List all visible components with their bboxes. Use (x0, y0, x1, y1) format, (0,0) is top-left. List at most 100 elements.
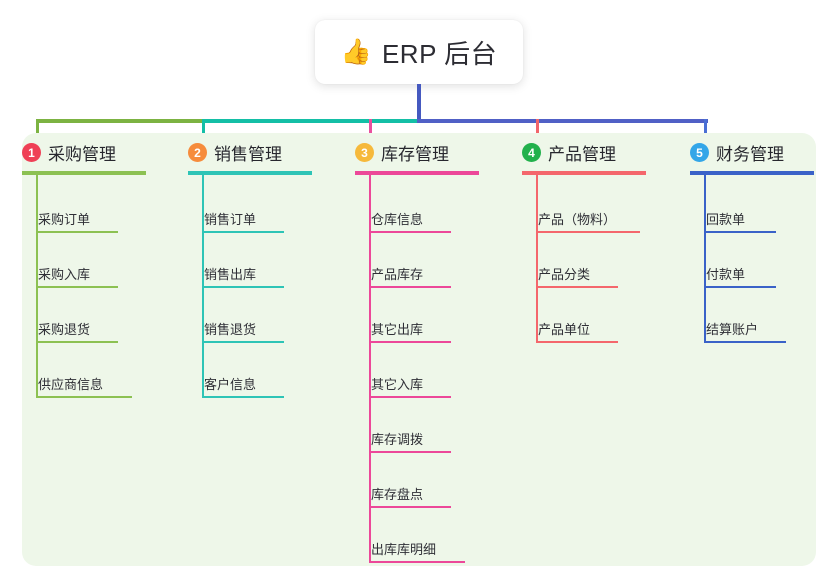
thumbs-up-icon: 👍 (340, 37, 372, 66)
leaf-item[interactable]: 采购入库 (22, 133, 124, 288)
leaf-item[interactable]: 付款单 (690, 133, 782, 288)
connector-drop-inventory (369, 119, 372, 143)
leaf-item[interactable]: 销售订单 (188, 133, 290, 233)
leaf-item-label: 产品库存 (371, 267, 424, 282)
column-spine (36, 171, 38, 398)
column-spine (369, 171, 371, 563)
leaf-item-label: 付款单 (706, 267, 746, 282)
connector-segment-sales (202, 119, 421, 123)
connector-drop-purchase (36, 119, 39, 143)
connector-drop-product (536, 119, 539, 143)
leaf-underline (369, 286, 451, 288)
column-header-purchase[interactable]: 1 采购管理 (22, 140, 116, 165)
column-spine (202, 171, 204, 398)
column-spine (536, 171, 538, 343)
leaf-item-label: 产品（物料） (538, 212, 617, 227)
leaf-item[interactable]: 库存盘点 (355, 133, 457, 508)
column-header-underline (188, 171, 312, 175)
column-header-sales[interactable]: 2 销售管理 (188, 140, 282, 165)
leaf-item-label: 客户信息 (204, 377, 257, 392)
column-title: 产品管理 (548, 145, 616, 164)
leaf-underline (202, 231, 284, 233)
leaf-item[interactable]: 仓库信息 (355, 133, 457, 233)
column-spine (704, 171, 706, 343)
leaf-item-label: 库存调拨 (371, 432, 424, 447)
leaf-item[interactable]: 回款单 (690, 133, 782, 233)
leaf-item-label: 销售出库 (204, 267, 257, 282)
leaf-underline (369, 231, 451, 233)
modules-panel: 1 采购管理 采购订单 采购入库 采购退货 供应商信息 (22, 133, 816, 566)
leaf-item[interactable]: 其它出库 (355, 133, 457, 343)
column-header-product[interactable]: 4 产品管理 (522, 140, 616, 165)
leaf-item[interactable]: 销售退货 (188, 133, 290, 343)
leaf-underline (36, 231, 118, 233)
leaf-underline (369, 451, 451, 453)
leaf-item[interactable]: 客户信息 (188, 133, 290, 398)
connector-segment-right (417, 119, 708, 123)
leaf-underline (536, 231, 640, 233)
leaf-item-label: 回款单 (706, 212, 746, 227)
leaf-underline (202, 341, 284, 343)
connector-drop-finance (704, 119, 707, 143)
leaf-underline (536, 286, 618, 288)
module-column-finance: 5 财务管理 回款单 付款单 结算账户 (690, 133, 839, 566)
column-title: 库存管理 (381, 145, 449, 164)
leaf-item[interactable]: 供应商信息 (22, 133, 138, 398)
column-number-badge: 4 (522, 143, 541, 162)
leaf-item-label: 结算账户 (706, 322, 759, 337)
leaf-item-label: 采购订单 (38, 212, 91, 227)
leaf-item[interactable]: 库存调拨 (355, 133, 457, 453)
leaf-item-label: 采购入库 (38, 267, 91, 282)
leaf-underline (202, 396, 284, 398)
column-title: 财务管理 (716, 145, 784, 164)
leaf-item[interactable]: 采购订单 (22, 133, 124, 233)
leaf-item-label: 出库库明细 (371, 542, 437, 557)
leaf-item[interactable]: 销售出库 (188, 133, 290, 288)
column-number-badge: 2 (188, 143, 207, 162)
column-number-badge: 3 (355, 143, 374, 162)
root-stem (417, 84, 421, 123)
column-header-inventory[interactable]: 3 库存管理 (355, 140, 449, 165)
column-title: 采购管理 (48, 145, 116, 164)
leaf-item[interactable]: 产品（物料） (522, 133, 646, 233)
leaf-item-label: 其它出库 (371, 322, 424, 337)
leaf-item[interactable]: 结算账户 (690, 133, 792, 343)
column-header-underline (355, 171, 479, 175)
column-number-badge: 1 (22, 143, 41, 162)
column-header-underline (690, 171, 814, 175)
leaf-underline (369, 506, 451, 508)
root-node-card[interactable]: 👍 ERP 后台 (315, 20, 523, 84)
column-title: 销售管理 (214, 145, 282, 164)
leaf-underline (704, 341, 786, 343)
leaf-underline (369, 341, 451, 343)
leaf-underline (704, 286, 776, 288)
leaf-item[interactable]: 产品库存 (355, 133, 457, 288)
leaf-item[interactable]: 采购退货 (22, 133, 124, 343)
leaf-underline (36, 396, 132, 398)
column-header-underline (22, 171, 146, 175)
column-number-badge: 5 (690, 143, 709, 162)
leaf-item-label: 销售退货 (204, 322, 257, 337)
leaf-item-label: 库存盘点 (371, 487, 424, 502)
leaf-item-label: 供应商信息 (38, 377, 104, 392)
module-column-purchase: 1 采购管理 采购订单 采购入库 采购退货 供应商信息 (22, 133, 176, 566)
leaf-underline (369, 396, 451, 398)
connector-drop-sales (202, 119, 205, 143)
leaf-item[interactable]: 其它入库 (355, 133, 457, 398)
leaf-item-label: 采购退货 (38, 322, 91, 337)
leaf-item-label: 产品单位 (538, 322, 591, 337)
leaf-underline (202, 286, 284, 288)
leaf-item[interactable]: 产品单位 (522, 133, 624, 343)
connector-segment-purchase (36, 119, 204, 123)
leaf-underline (369, 561, 465, 563)
column-header-finance[interactable]: 5 财务管理 (690, 140, 784, 165)
leaf-item-label: 销售订单 (204, 212, 257, 227)
module-column-sales: 2 销售管理 销售订单 销售出库 销售退货 客户信息 (188, 133, 342, 566)
leaf-item-label: 产品分类 (538, 267, 591, 282)
leaf-underline (36, 341, 118, 343)
leaf-underline (36, 286, 118, 288)
leaf-item[interactable]: 出库库明细 (355, 133, 471, 563)
leaf-item[interactable]: 产品分类 (522, 133, 624, 288)
module-column-product: 4 产品管理 产品（物料） 产品分类 产品单位 (522, 133, 676, 566)
